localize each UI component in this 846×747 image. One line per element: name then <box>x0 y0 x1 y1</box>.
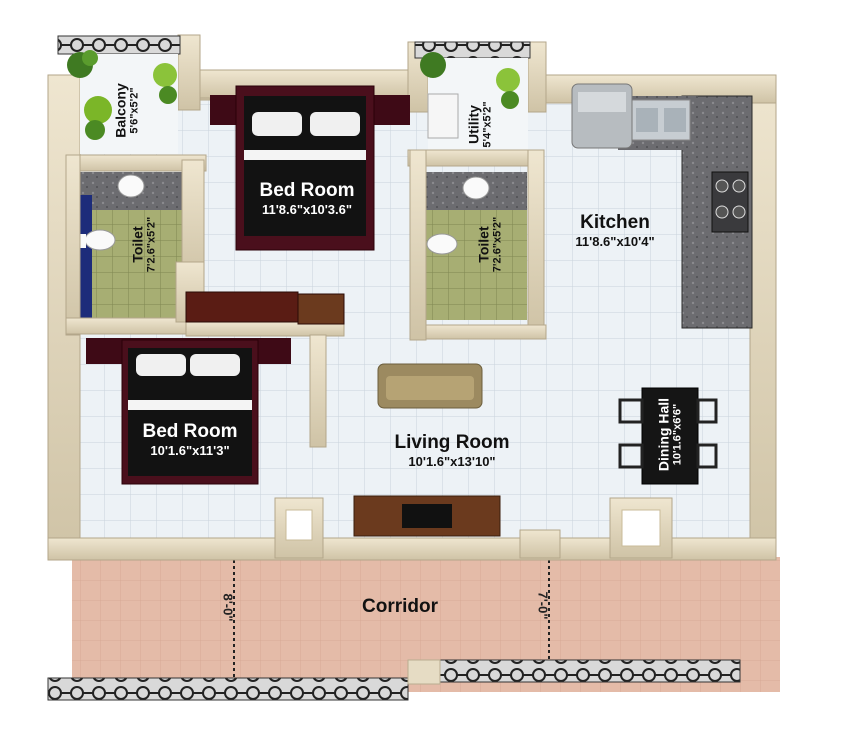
plant-icons <box>67 50 520 527</box>
wardrobe <box>185 291 299 323</box>
corridor-label: Corridor <box>330 596 470 618</box>
dining-dims: 10'1.6"x6'6" <box>671 403 684 466</box>
exterior-walls <box>47 34 777 561</box>
living-name: Living Room <box>394 432 510 453</box>
toilet2-name: Toilet <box>475 226 492 263</box>
utility-dims: 5'4"x5'2" <box>481 101 494 148</box>
toilet-1 <box>78 172 182 318</box>
utility-name: Utility <box>465 105 482 144</box>
dining-name: Dining Hall <box>655 397 672 472</box>
bedroom2-name: Bed Room <box>142 421 238 442</box>
toilet1-dims: 7'2.6"x5'2" <box>145 216 158 273</box>
dining-set <box>618 387 718 485</box>
living-label: Living Room 10'1.6"x13'10" <box>372 432 532 470</box>
balcony-name: Balcony <box>112 83 129 138</box>
kitchen-counter <box>427 83 753 329</box>
toilet1-label: Toilet 7'2.6"x5'2" <box>130 207 159 283</box>
kitchen-label: Kitchen 11'8.6"x10'4" <box>548 212 682 250</box>
corridor-dim-right: 7'-0" <box>535 591 551 620</box>
living-dims: 10'1.6"x13'10" <box>408 454 496 469</box>
toilet1-name: Toilet <box>129 226 146 263</box>
corridor-area <box>47 557 780 701</box>
interior-walls <box>65 149 673 559</box>
toilet-2 <box>425 172 527 320</box>
bedroom1-label: Bed Room 11'8.6"x10'3.6" <box>240 180 374 218</box>
kitchen-name: Kitchen <box>580 212 650 233</box>
bedroom2-dims: 10'1.6"x11'3" <box>150 443 230 458</box>
bed-2 <box>86 338 291 485</box>
bedroom1-dims: 11'8.6"x10'3.6" <box>261 202 353 217</box>
kitchen-dims: 11'8.6"x10'4" <box>575 234 655 249</box>
bedroom2-label: Bed Room 10'1.6"x11'3" <box>122 421 258 459</box>
study-desk <box>297 293 345 325</box>
balcony-label: Balcony 5'6"x5'2" <box>113 76 142 146</box>
balcony-dims: 5'6"x5'2" <box>128 87 141 134</box>
corridor-dim-left: 8'-0" <box>220 593 236 622</box>
toilet2-dims: 7'2.6"x5'2" <box>491 216 504 273</box>
bedroom1-name: Bed Room <box>259 180 355 201</box>
toilet2-label: Toilet 7'2.6"x5'2" <box>476 207 505 283</box>
tv-unit <box>353 495 501 537</box>
bed-1 <box>210 85 410 251</box>
sofa <box>377 363 483 409</box>
utility-label: Utility 5'4"x5'2" <box>466 85 495 165</box>
balcony-railing <box>57 35 181 55</box>
corridor-name: Corridor <box>362 596 438 617</box>
dining-label: Dining Hall 10'1.6"x6'6" <box>656 389 685 481</box>
